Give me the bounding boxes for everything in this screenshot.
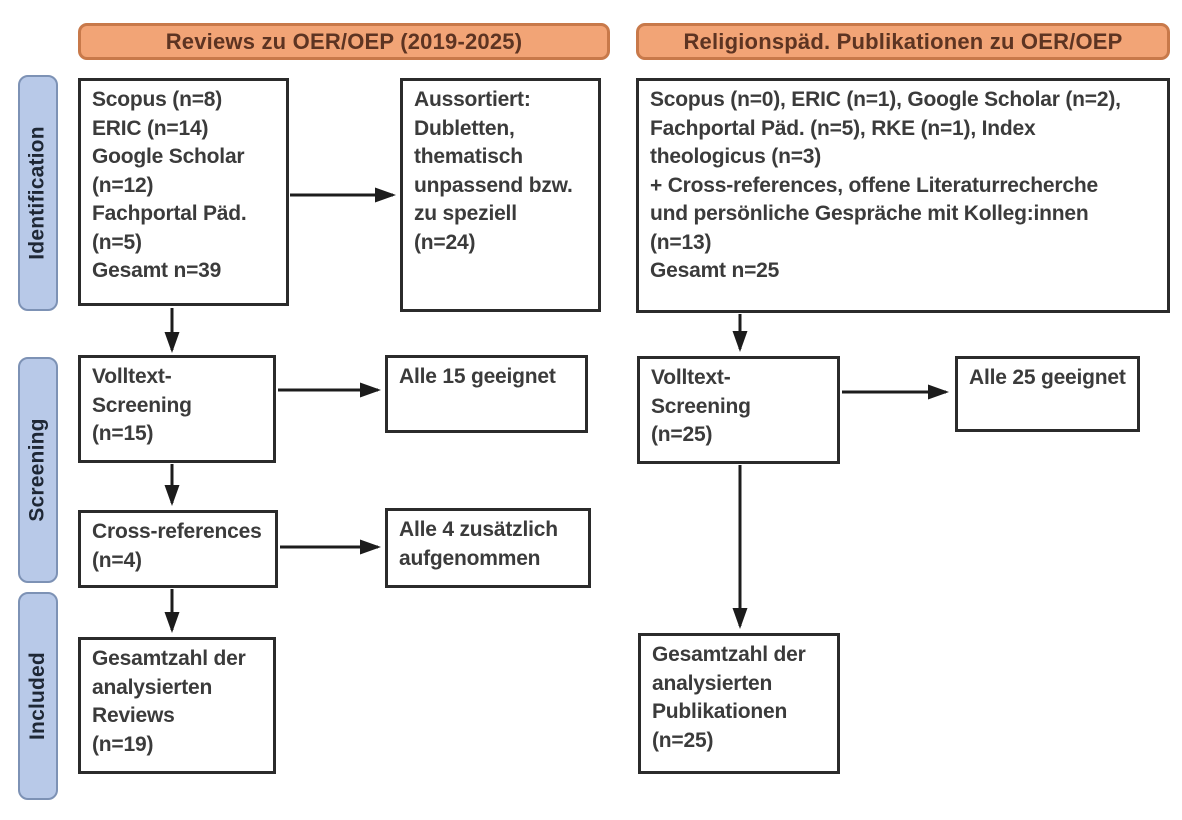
box-right-eligible: Alle 25 geeignet [955,356,1140,432]
box-right-fulltext-screening: Volltext- Screening (n=25) [637,356,840,464]
box-left-eligible: Alle 15 geeignet [385,355,588,433]
header-religion-publications-column: Religionspäd. Publikationen zu OER/OEP [636,23,1170,60]
box-left-added: Alle 4 zusätzlich aufgenommen [385,508,591,588]
header-reviews-column: Reviews zu OER/OEP (2019-2025) [78,23,610,60]
stage-included: Included [18,592,58,800]
box-left-sources: Scopus (n=8) ERIC (n=14) Google Scholar … [78,78,289,306]
stage-screening-label: Screening [26,418,49,522]
box-right-sources: Scopus (n=0), ERIC (n=1), Google Scholar… [636,78,1170,313]
box-left-total-reviews: Gesamtzahl der analysierten Reviews (n=1… [78,637,276,774]
stage-included-label: Included [26,652,50,740]
stage-identification: Identification [18,75,58,311]
stage-identification-label: Identification [26,126,49,260]
box-left-fulltext-screening: Volltext- Screening (n=15) [78,355,276,463]
box-right-total-publications: Gesamtzahl der analysierten Publikatione… [638,633,840,774]
box-left-excluded: Aussortiert: Dubletten, thematisch unpas… [400,78,601,312]
box-left-crossreferences: Cross-references (n=4) [78,510,278,588]
stage-screening: Screening [18,357,58,583]
